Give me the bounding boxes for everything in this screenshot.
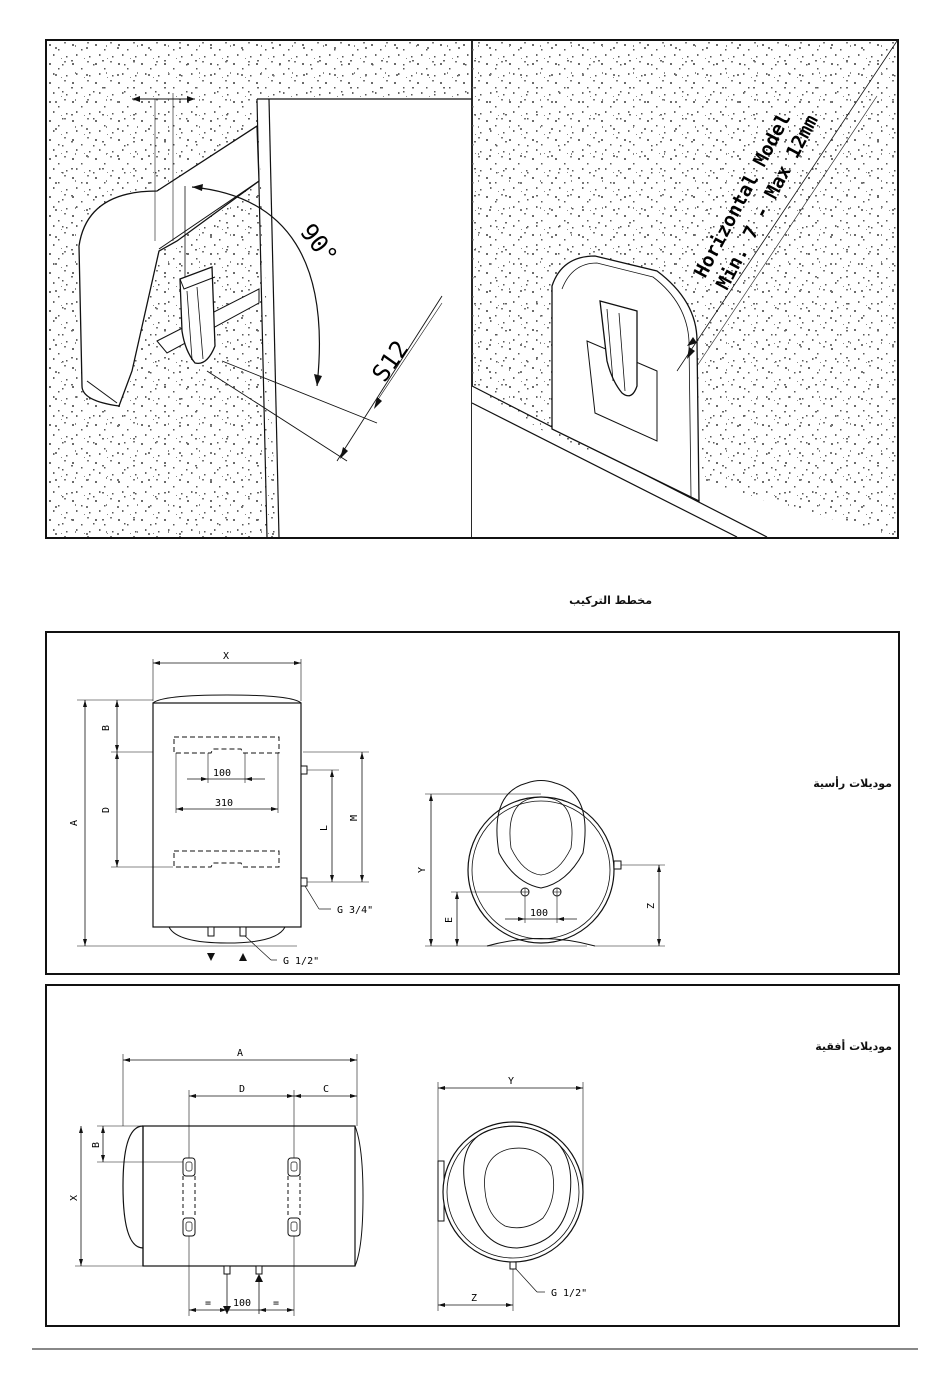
g12-label: G 1/2": [283, 956, 319, 967]
vertical-models-frame: X A B D 100 310: [45, 631, 900, 975]
dim-100-label: 100: [213, 768, 231, 779]
installation-illustration: 90° S12: [47, 41, 897, 537]
dim-b-label: B: [101, 725, 112, 731]
h-dim-x-label: X: [69, 1195, 80, 1201]
vertical-models-title: موديلات رأسية: [777, 777, 892, 790]
dim-100b-label: 100: [530, 908, 548, 919]
h-dim-d-label: D: [239, 1084, 245, 1095]
left-panel-wall: 90° S12: [47, 41, 472, 537]
horizontal-models-frame: A D C B X = 100 =: [45, 984, 900, 1327]
h-dim-100-label: 100: [233, 1298, 251, 1309]
h-dim-c-label: C: [323, 1084, 329, 1095]
dim-x-label: X: [223, 651, 229, 662]
dim-l-label: L: [319, 825, 330, 831]
dim-d-label: D: [101, 807, 112, 813]
footer-divider: [32, 1348, 918, 1350]
dim-y-label: Y: [417, 867, 428, 873]
h-dim-y-label: Y: [508, 1076, 514, 1087]
dim-a-label: A: [69, 820, 80, 826]
h-g12-label: G 1/2": [551, 1288, 587, 1299]
h-dim-a-label: A: [237, 1048, 243, 1059]
right-panel-wall: Horizontal Model Min. 7 - Max 12mm: [472, 41, 897, 537]
g34-label: G 3/4": [337, 905, 373, 916]
section-title: مخطط التركيب: [560, 594, 652, 607]
h-eq2-label: =: [273, 1298, 279, 1309]
horizontal-models-diagram: A D C B X = 100 =: [47, 986, 898, 1325]
h-dim-b-label: B: [91, 1142, 102, 1148]
dim-310-label: 310: [215, 798, 233, 809]
dim-z-label: Z: [646, 903, 657, 909]
h-eq1-label: =: [205, 1298, 211, 1309]
vertical-models-diagram: X A B D 100 310: [47, 633, 898, 973]
h-dim-z-label: Z: [471, 1293, 477, 1304]
dim-e-label: E: [444, 917, 455, 923]
installation-illustration-frame: 90° S12: [45, 39, 899, 539]
horizontal-models-title: موديلات أفقية: [777, 1040, 892, 1053]
dim-m-label: M: [349, 815, 360, 821]
